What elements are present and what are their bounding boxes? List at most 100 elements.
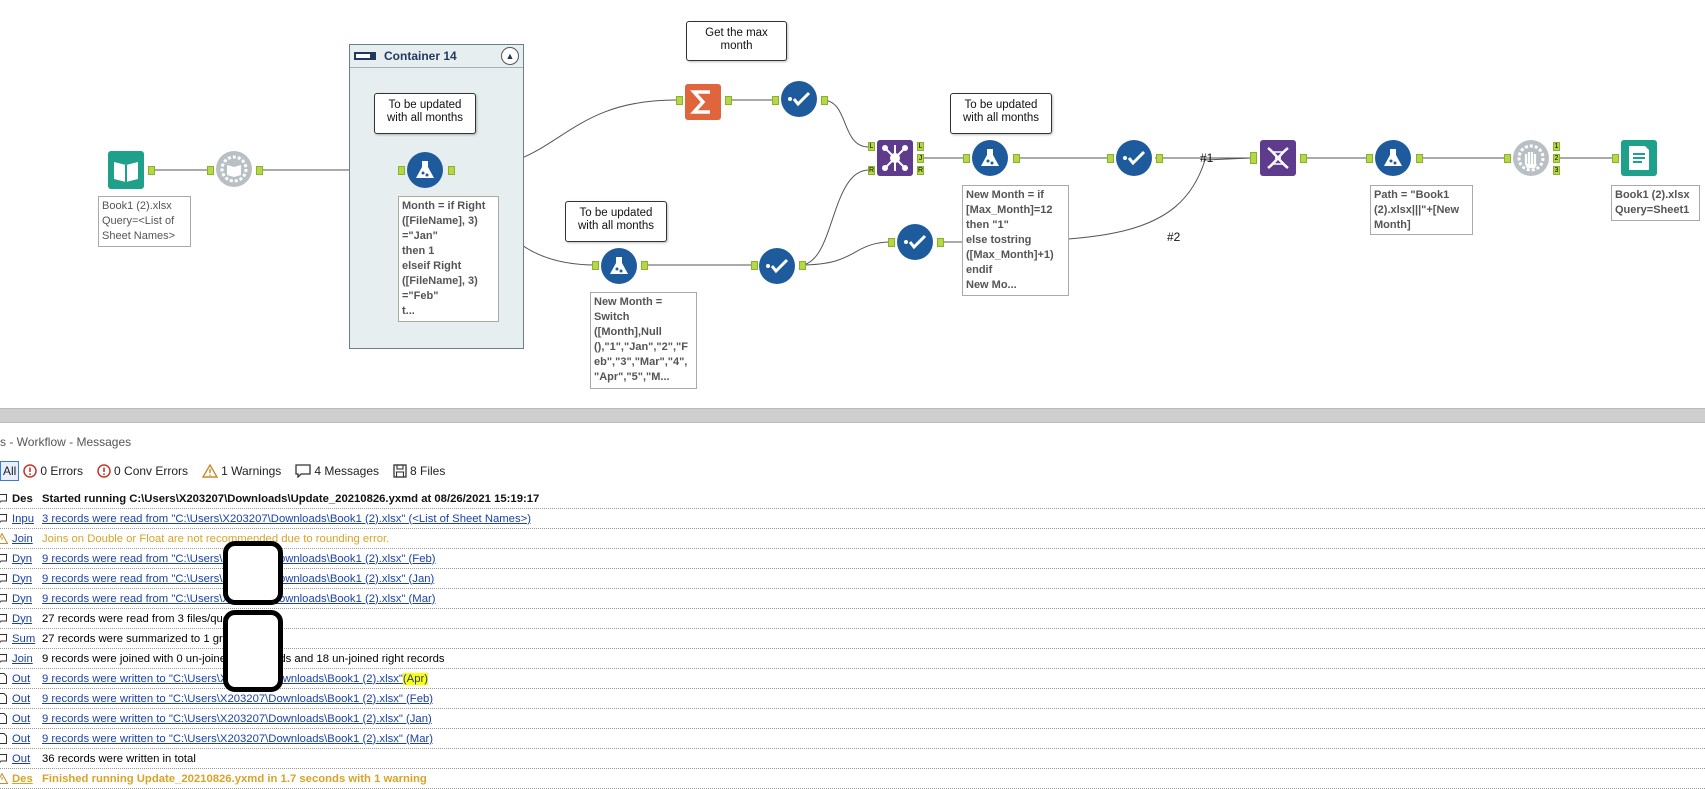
container-toggle-icon[interactable] (354, 51, 376, 61)
anchor-in[interactable] (1366, 154, 1373, 163)
comment-to-be-updated-2[interactable]: To be updated with all months (565, 201, 667, 242)
filter-errors-label: 0 Errors (40, 464, 84, 478)
row-tool-link[interactable]: Out (12, 672, 31, 685)
table-row[interactable]: Sum 27 records were summarized to 1 grou… (0, 629, 1705, 649)
input-data-tool[interactable] (108, 151, 144, 189)
filter-errors-button[interactable]: 0 Errors (23, 461, 83, 481)
table-row[interactable]: Dyn 27 records were read from 3 files/qu… (0, 609, 1705, 629)
table-row[interactable]: Inpu 3 records were read from "C:\Users\… (0, 509, 1705, 529)
table-row[interactable]: Out 36 records were written in total (0, 749, 1705, 769)
anchor-out[interactable] (1300, 154, 1307, 163)
row-tool-link[interactable]: Des (12, 492, 33, 505)
filter-files-button[interactable]: 8 Files (393, 461, 445, 481)
table-row[interactable]: Des Finished running Update_20210826.yxm… (0, 769, 1705, 789)
select-tool[interactable] (897, 224, 933, 260)
dynamic-input-tool[interactable] (216, 151, 252, 187)
anchor-in[interactable] (888, 238, 895, 247)
comment-to-be-updated-3[interactable]: To be updated with all months (950, 93, 1052, 134)
anchor-in[interactable] (1250, 152, 1257, 164)
anchor-out[interactable] (1013, 154, 1020, 163)
anchor-in[interactable] (207, 166, 214, 175)
block-anchor-3[interactable]: 3 (1553, 166, 1560, 175)
row-message-link[interactable]: 3 records were read from "C:\Users\X2032… (42, 512, 531, 525)
row-tool-link[interactable]: Inpu (12, 512, 34, 525)
join-anchor-out-left[interactable]: L (917, 142, 924, 151)
summarize-tool[interactable] (685, 84, 721, 120)
row-message: 36 records were written in total (42, 752, 196, 765)
row-tool-link[interactable]: Out (12, 732, 31, 745)
row-message-link[interactable]: 9 records were written to "C:\Users\X203… (42, 672, 403, 685)
table-row[interactable]: Out 9 records were written to "C:\Users\… (0, 689, 1705, 709)
filter-warnings-button[interactable]: 1 Warnings (202, 461, 281, 481)
row-tool-link[interactable]: Out (12, 692, 31, 705)
anchor-in[interactable] (676, 96, 683, 105)
anchor-in[interactable] (751, 261, 758, 270)
filter-messages-button[interactable]: 4 Messages (295, 461, 379, 481)
row-tool-link[interactable]: Sum (12, 632, 36, 645)
block-anchor-2[interactable]: 2 (1553, 154, 1560, 163)
table-row[interactable]: Out 9 records were written to "C:\Users\… (0, 669, 1705, 689)
output-data-tool[interactable] (1621, 140, 1657, 176)
anchor-out[interactable] (799, 261, 806, 270)
formula-tool[interactable] (407, 152, 443, 188)
join-anchor-out-join[interactable]: J (917, 154, 924, 163)
anchor-in[interactable] (1107, 154, 1114, 163)
formula-tool[interactable] (1375, 140, 1411, 176)
table-row[interactable]: Out 9 records were written to "C:\Users\… (0, 709, 1705, 729)
anchor-in[interactable] (963, 154, 970, 163)
row-message-link[interactable]: 9 records were written to "C:\Users\X203… (42, 712, 432, 725)
message-icon (0, 613, 8, 625)
collapse-icon[interactable]: ▲ (501, 47, 519, 65)
table-row[interactable]: Out 9 records were written to "C:\Users\… (0, 729, 1705, 749)
anchor-out[interactable] (448, 166, 455, 175)
anchor-in[interactable] (1612, 154, 1619, 163)
anchor-out[interactable] (937, 238, 944, 247)
filter-all-button[interactable]: All (0, 461, 20, 481)
anchor-in[interactable] (398, 166, 405, 175)
anchor-out[interactable] (725, 96, 732, 105)
anchor-out[interactable] (1416, 154, 1423, 163)
filter-conv-errors-button[interactable]: 0 Conv Errors (97, 461, 188, 481)
formula-tool[interactable] (601, 248, 637, 284)
row-tool-link[interactable]: Dyn (12, 552, 33, 565)
anchor-out[interactable] (641, 261, 648, 270)
select-tool[interactable] (759, 248, 795, 284)
row-tool-link[interactable]: Out (12, 752, 31, 765)
container-header[interactable]: Container 14 ▲ (350, 45, 523, 68)
row-message-link[interactable]: 9 records were written to "C:\Users\X203… (42, 732, 434, 745)
select-tool[interactable] (1116, 140, 1152, 176)
join-tool[interactable] (877, 140, 913, 176)
anchor-out[interactable] (1156, 154, 1163, 163)
join-anchor-right[interactable]: R (868, 166, 875, 175)
anchor-out[interactable] (148, 166, 155, 175)
row-message-link[interactable]: 9 records were written to "C:\Users\X203… (42, 692, 434, 705)
warning-icon (0, 533, 8, 545)
row-tool-link[interactable]: Dyn (12, 572, 33, 585)
row-tool-link[interactable]: Dyn (12, 592, 33, 605)
row-tool-link[interactable]: Join (12, 532, 33, 545)
comment-get-max-month[interactable]: Get the max month (686, 21, 787, 61)
row-tool-link[interactable]: Dyn (12, 612, 33, 625)
join-anchor-out-right[interactable]: R (917, 166, 924, 175)
join-anchor-left[interactable]: L (868, 142, 875, 151)
anchor-in[interactable] (592, 261, 599, 270)
comment-to-be-updated-1[interactable]: To be updated with all months (374, 93, 476, 134)
formula-tool[interactable] (972, 140, 1008, 176)
row-tool-link[interactable]: Des (12, 772, 33, 785)
anchor-in[interactable] (1504, 154, 1511, 163)
panel-splitter[interactable] (0, 408, 1705, 423)
table-row[interactable]: Des Started running C:\Users\X203207\Dow… (0, 489, 1705, 509)
block-until-done-tool[interactable] (1513, 140, 1549, 176)
row-tool-link[interactable]: Out (12, 712, 31, 725)
union-tool[interactable] (1260, 140, 1296, 176)
select-tool[interactable] (781, 81, 817, 117)
anchor-out[interactable] (256, 166, 263, 175)
message-icon (0, 653, 8, 665)
table-row[interactable]: Join Joins on Double or Float are not re… (0, 529, 1705, 549)
row-tool-link[interactable]: Join (12, 652, 33, 665)
checkmark-icon (766, 258, 789, 274)
anchor-out[interactable] (821, 96, 828, 105)
workflow-canvas[interactable]: Container 14 ▲ Get the max month To be u… (0, 0, 1705, 408)
block-anchor-1[interactable]: 1 (1553, 142, 1560, 151)
anchor-in[interactable] (772, 96, 779, 105)
